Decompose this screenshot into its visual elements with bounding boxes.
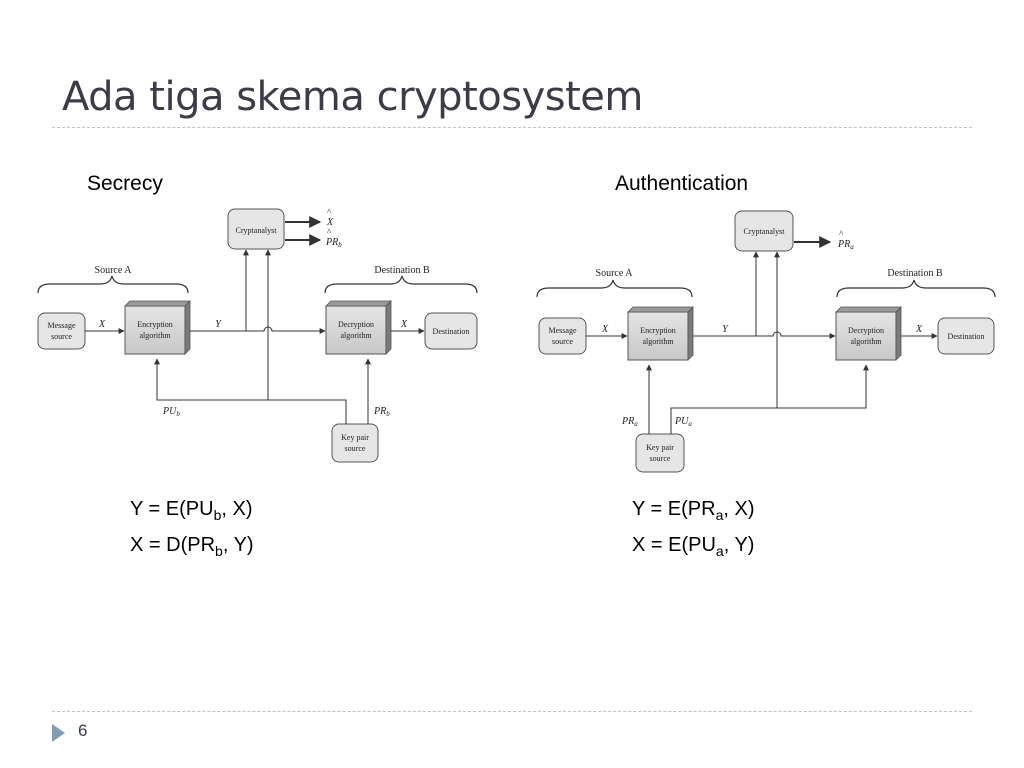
- svg-text:^: ^: [327, 227, 332, 237]
- svg-text:source: source: [650, 454, 671, 463]
- slide-title: Ada tiga skema cryptosystem: [62, 74, 643, 120]
- svg-text:X: X: [98, 319, 106, 330]
- secrecy-label: Secrecy: [87, 172, 163, 195]
- svg-text:^: ^: [839, 229, 844, 239]
- svg-text:PRb: PRb: [325, 237, 342, 249]
- title-divider: [52, 127, 972, 128]
- svg-text:algorithm: algorithm: [642, 337, 674, 346]
- svg-text:X: X: [400, 319, 408, 330]
- svg-text:PRa: PRa: [837, 239, 854, 251]
- auth-dest-b-label: Destination B: [887, 268, 943, 279]
- svg-text:PUb: PUb: [162, 406, 180, 418]
- auth-source-a-label: Source A: [596, 268, 634, 279]
- svg-text:X: X: [326, 217, 334, 228]
- svg-text:X: X: [601, 324, 609, 335]
- key-pair-line2: source: [345, 444, 366, 453]
- authentication-diagram: Source A Destination B Message source En…: [536, 210, 996, 473]
- svg-text:^: ^: [327, 207, 332, 217]
- source-a-brace: [37, 275, 189, 294]
- secrecy-eq-2: X = D(PRb, Y): [130, 534, 254, 559]
- auth-encryption-box: [627, 311, 689, 361]
- svg-text:PRb: PRb: [373, 406, 390, 418]
- key-pair-line1: Key pair: [341, 433, 369, 442]
- secrecy-eq-1: Y = E(PUb, X): [130, 498, 253, 523]
- auth-decryption-box: [835, 311, 897, 361]
- encryption-box: [124, 305, 186, 355]
- svg-text:Y: Y: [215, 319, 222, 330]
- auth-message-source-box: [538, 317, 587, 355]
- cryptanalyst-label: Cryptanalyst: [236, 226, 278, 235]
- svg-text:source: source: [552, 337, 573, 346]
- auth-destination-box: [937, 317, 995, 355]
- dest-b-label: Destination B: [374, 265, 430, 276]
- svg-text:X: X: [915, 324, 923, 335]
- encryption-line1: Encryption: [137, 320, 173, 329]
- authentication-equations: Y = E(PRa, X) X = E(PUa, Y): [632, 494, 754, 566]
- authentication-label: Authentication: [615, 172, 749, 195]
- svg-text:PRa: PRa: [621, 416, 638, 428]
- svg-text:Message: Message: [549, 326, 577, 335]
- arrow-y: [190, 326, 326, 334]
- svg-text:Destination: Destination: [948, 332, 985, 341]
- svg-text:Decryption: Decryption: [848, 326, 884, 335]
- svg-text:PUa: PUa: [674, 416, 692, 428]
- play-triangle-icon: [52, 724, 65, 742]
- dest-b-brace: [324, 275, 478, 294]
- encryption-line2: algorithm: [139, 331, 171, 340]
- destination-label: Destination: [433, 327, 470, 336]
- key-pair-source-box: [331, 423, 379, 463]
- secrecy-equations: Y = E(PUb, X) X = D(PRb, Y): [130, 494, 254, 566]
- svg-text:Key pair: Key pair: [646, 443, 674, 452]
- secrecy-diagram: Source A Destination B Message source En…: [37, 207, 478, 463]
- auth-eq-1: Y = E(PRa, X): [632, 498, 755, 523]
- decryption-line2: algorithm: [340, 331, 372, 340]
- svg-text:Encryption: Encryption: [640, 326, 676, 335]
- message-source-line1: Message: [48, 321, 76, 330]
- decryption-box: [325, 305, 387, 355]
- source-a-label: Source A: [95, 265, 133, 276]
- cryptanalyst-box: [227, 208, 285, 250]
- message-source-line2: source: [51, 332, 72, 341]
- decryption-line1: Decryption: [338, 320, 374, 329]
- auth-eq-2: X = E(PUa, Y): [632, 534, 755, 559]
- arrow-public-key: [154, 358, 347, 424]
- page-number: 6: [78, 721, 88, 740]
- message-source-box: [37, 312, 86, 350]
- svg-text:Cryptanalyst: Cryptanalyst: [744, 227, 786, 236]
- auth-key-pair-source-box: [635, 433, 685, 473]
- svg-text:Y: Y: [722, 324, 729, 335]
- footer-divider: [52, 711, 972, 712]
- svg-text:algorithm: algorithm: [850, 337, 882, 346]
- auth-cryptanalyst-box: [734, 210, 794, 252]
- destination-box: [424, 312, 478, 350]
